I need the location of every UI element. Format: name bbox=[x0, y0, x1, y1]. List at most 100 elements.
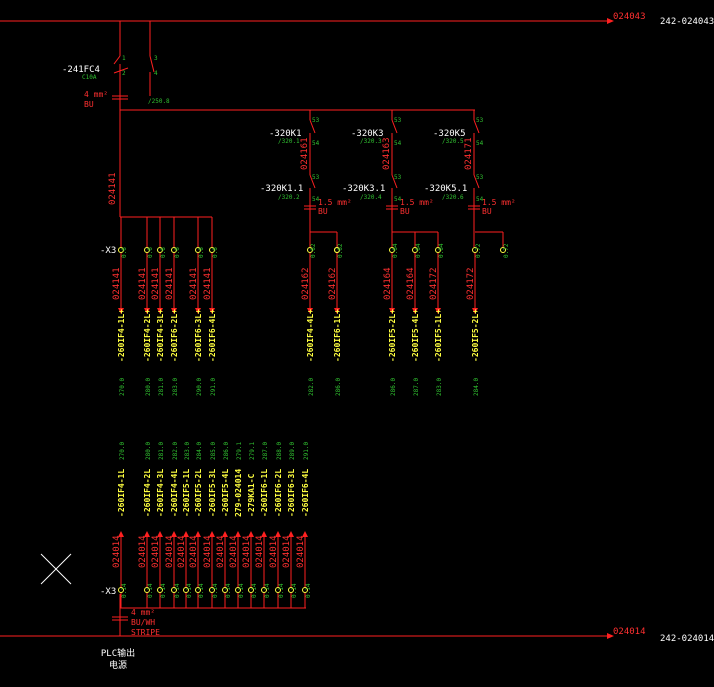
upper-arrow-down-icon bbox=[412, 308, 418, 314]
lower-terminal-icon bbox=[235, 587, 241, 593]
wire-layer bbox=[0, 18, 614, 639]
lower-terminal-num: 0.14 bbox=[147, 583, 154, 598]
lower-terminal-icon bbox=[183, 587, 189, 593]
relay-ref: /320.1 bbox=[278, 138, 300, 145]
spare-terminal-num: 0.72 bbox=[503, 243, 510, 258]
relay-tag: -320K5 bbox=[433, 129, 466, 139]
upper-terminal-wire-label: 024141 bbox=[203, 267, 213, 300]
lower-terminal-dest: -260IF4-4L bbox=[170, 469, 179, 517]
upper-terminal-dest: -260IF4-3L+ bbox=[156, 309, 165, 362]
relay-pin: 54 bbox=[476, 140, 484, 147]
strip-cable-size: 4 mm² bbox=[131, 608, 155, 617]
relay-contact bbox=[391, 174, 398, 189]
upper-terminal-dest: -260IF4-1L+ bbox=[117, 309, 126, 362]
upper-terminal-ref: 283.0 bbox=[436, 378, 443, 396]
relay-ref: /320.5 bbox=[442, 138, 464, 145]
lower-terminal-ref: 282.0 bbox=[172, 442, 179, 460]
relay-wire-label: 024161 bbox=[300, 137, 310, 170]
upper-arrow-down-icon bbox=[334, 308, 340, 314]
lower-terminal-wire-label: 024014 bbox=[269, 535, 279, 568]
upper-terminal-num: 0.72 bbox=[475, 243, 482, 258]
upper-arrow-down-icon bbox=[144, 308, 150, 314]
feed-cable-color: BU bbox=[84, 100, 94, 109]
lower-terminal-wire-label: 024014 bbox=[177, 535, 187, 568]
lower-terminal-icon bbox=[261, 587, 267, 593]
upper-terminal-icon bbox=[472, 247, 478, 253]
relay-pin: 54 bbox=[394, 140, 402, 147]
relay-cable-color: BU bbox=[400, 207, 410, 216]
lower-terminal-num: 0.14 bbox=[291, 583, 298, 598]
lower-terminal-num: 0.14 bbox=[121, 583, 128, 598]
relay-wire-label: 024171 bbox=[464, 137, 474, 170]
upper-terminal-num: 0.6 bbox=[147, 247, 154, 258]
lower-terminal-num: 0.14 bbox=[212, 583, 219, 598]
lower-terminal-ref: 284.0 bbox=[196, 442, 203, 460]
lower-terminal-dest: -260IF5-4L bbox=[221, 469, 230, 517]
lower-terminal-wire-label: 024014 bbox=[189, 535, 199, 568]
upper-terminal-ref: 283.0 bbox=[172, 378, 179, 396]
upper-terminal-dest: -260IF4-4L+ bbox=[306, 309, 315, 362]
relay-cable-size: 1.5 mm² bbox=[318, 198, 352, 207]
upper-terminal-num: 0.64 bbox=[415, 243, 422, 258]
relay-sub-ref: /320.4 bbox=[360, 194, 382, 201]
lower-terminal-num: 0.14 bbox=[278, 583, 285, 598]
upper-terminal-ref: 284.0 bbox=[473, 378, 480, 396]
upper-terminal-dest: -260IF6-3L+ bbox=[194, 309, 203, 362]
lower-terminal-num: 0.14 bbox=[305, 583, 312, 598]
upper-terminal-ref: 291.0 bbox=[210, 378, 217, 396]
upper-terminal-wire-label: 024141 bbox=[151, 267, 161, 300]
lower-terminal-ref: 280.0 bbox=[145, 442, 152, 460]
upper-terminal-dest: -260IF6-1L+ bbox=[333, 309, 342, 362]
lower-terminal-ref: 291.0 bbox=[303, 442, 310, 460]
upper-arrow-down-icon bbox=[435, 308, 441, 314]
lower-terminal-icon bbox=[248, 587, 254, 593]
lower-terminal-dest: -260IF6-3L bbox=[287, 469, 296, 517]
upper-arrow-down-icon bbox=[195, 308, 201, 314]
upper-arrow-down-icon bbox=[157, 308, 163, 314]
relay-pin: 54 bbox=[394, 196, 402, 203]
relay-pin: 53 bbox=[476, 174, 484, 181]
bottom-bus-wire-label: 024014 bbox=[613, 627, 646, 637]
lower-terminal-icon bbox=[118, 587, 124, 593]
relay-pin: 54 bbox=[312, 140, 320, 147]
spare-terminal-icon bbox=[500, 247, 506, 253]
upper-terminal-num: 0.6 bbox=[160, 247, 167, 258]
lower-arrow-up-icon bbox=[288, 531, 294, 537]
lower-arrow-up-icon bbox=[171, 531, 177, 537]
lower-terminal-num: 0.14 bbox=[186, 583, 193, 598]
upper-arrow-down-icon bbox=[307, 308, 313, 314]
upper-terminal-num: 0.62 bbox=[337, 243, 344, 258]
breaker-tag: -241FC4 bbox=[62, 65, 100, 75]
lower-terminal-icon bbox=[209, 587, 215, 593]
lower-terminal-wire-label: 024014 bbox=[255, 535, 265, 568]
relay-pin: 53 bbox=[394, 174, 402, 181]
upper-arrow-down-icon bbox=[389, 308, 395, 314]
lower-terminal-dest: -260IF5-2L bbox=[194, 469, 203, 517]
relay-sub-ref: /320.6 bbox=[442, 194, 464, 201]
lower-arrow-up-icon bbox=[275, 531, 281, 537]
upper-terminal-icon bbox=[144, 247, 150, 253]
top-bus-wire-label: 024043 bbox=[613, 12, 646, 22]
lower-arrow-up-icon bbox=[209, 531, 215, 537]
relay-contact bbox=[473, 174, 480, 189]
relay-cable-size: 1.5 mm² bbox=[482, 198, 516, 207]
lower-terminal-ref: 288.0 bbox=[276, 442, 283, 460]
upper-terminal-icon bbox=[118, 247, 124, 253]
bottom-bus-arrow-icon bbox=[607, 633, 614, 639]
lower-arrow-up-icon bbox=[235, 531, 241, 537]
top-bus-arrow-icon bbox=[607, 18, 614, 24]
relay-cable-color: BU bbox=[482, 207, 492, 216]
lower-terminal-dest: -260IF6-2L bbox=[274, 469, 283, 517]
upper-terminal-ref: 281.0 bbox=[158, 378, 165, 396]
upper-arrow-down-icon bbox=[118, 308, 124, 314]
lower-terminal-ref: 285.0 bbox=[210, 442, 217, 460]
lower-terminal-wire-label: 024014 bbox=[151, 535, 161, 568]
upper-terminal-wire-label: 024172 bbox=[429, 267, 439, 300]
relay-contact bbox=[309, 174, 316, 189]
upper-terminal-dest: -260IF5-4L+ bbox=[411, 309, 420, 362]
upper-terminal-num: 0.6 bbox=[212, 247, 219, 258]
relay-sub-tag: -320K5.1 bbox=[424, 184, 467, 194]
lower-terminal-dest: -260IF4-1L bbox=[117, 469, 126, 517]
upper-terminal-wire-label: 024141 bbox=[138, 267, 148, 300]
breaker-pin: 1 bbox=[122, 55, 126, 62]
